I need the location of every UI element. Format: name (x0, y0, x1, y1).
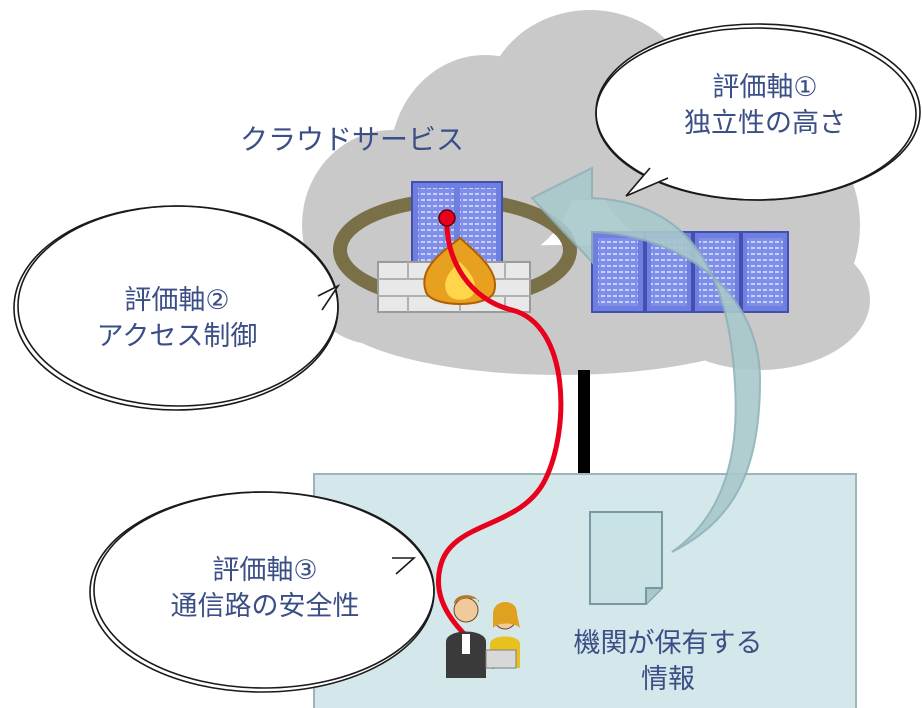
bubble-3-line2: 通信路の安全性 (170, 591, 360, 622)
speech-bubble-3 (89, 491, 435, 693)
bubble-2-label: 評価軸② アクセス制御 (72, 283, 282, 355)
bubble-2-line2: アクセス制御 (96, 321, 258, 352)
organization-info-line1: 機関が保有する (573, 628, 763, 659)
organization-info-label: 機関が保有する 情報 (548, 626, 788, 698)
bubble-1-line1: 評価軸① (712, 72, 818, 103)
bubble-1-label: 評価軸① 独立性の高さ (670, 70, 860, 142)
communication-path (436, 215, 564, 663)
upload-arrow (530, 166, 762, 553)
speech-bubble-2 (13, 205, 341, 411)
network-link (578, 370, 590, 475)
cloud-service-title: クラウドサービス (240, 122, 464, 158)
cloud-service-title-text: クラウドサービス (240, 123, 465, 156)
speech-bubble-1 (595, 23, 921, 201)
path-start-dot (438, 209, 456, 227)
document-icon (589, 511, 663, 605)
bubble-1-line2: 独立性の高さ (684, 108, 846, 139)
bubble-3-line1: 評価軸③ (212, 555, 318, 586)
users-icon (446, 595, 520, 678)
bubble-2-line1: 評価軸② (124, 285, 230, 316)
organization-info-line2: 情報 (641, 664, 695, 695)
bubble-3-label: 評価軸③ 通信路の安全性 (140, 553, 390, 625)
